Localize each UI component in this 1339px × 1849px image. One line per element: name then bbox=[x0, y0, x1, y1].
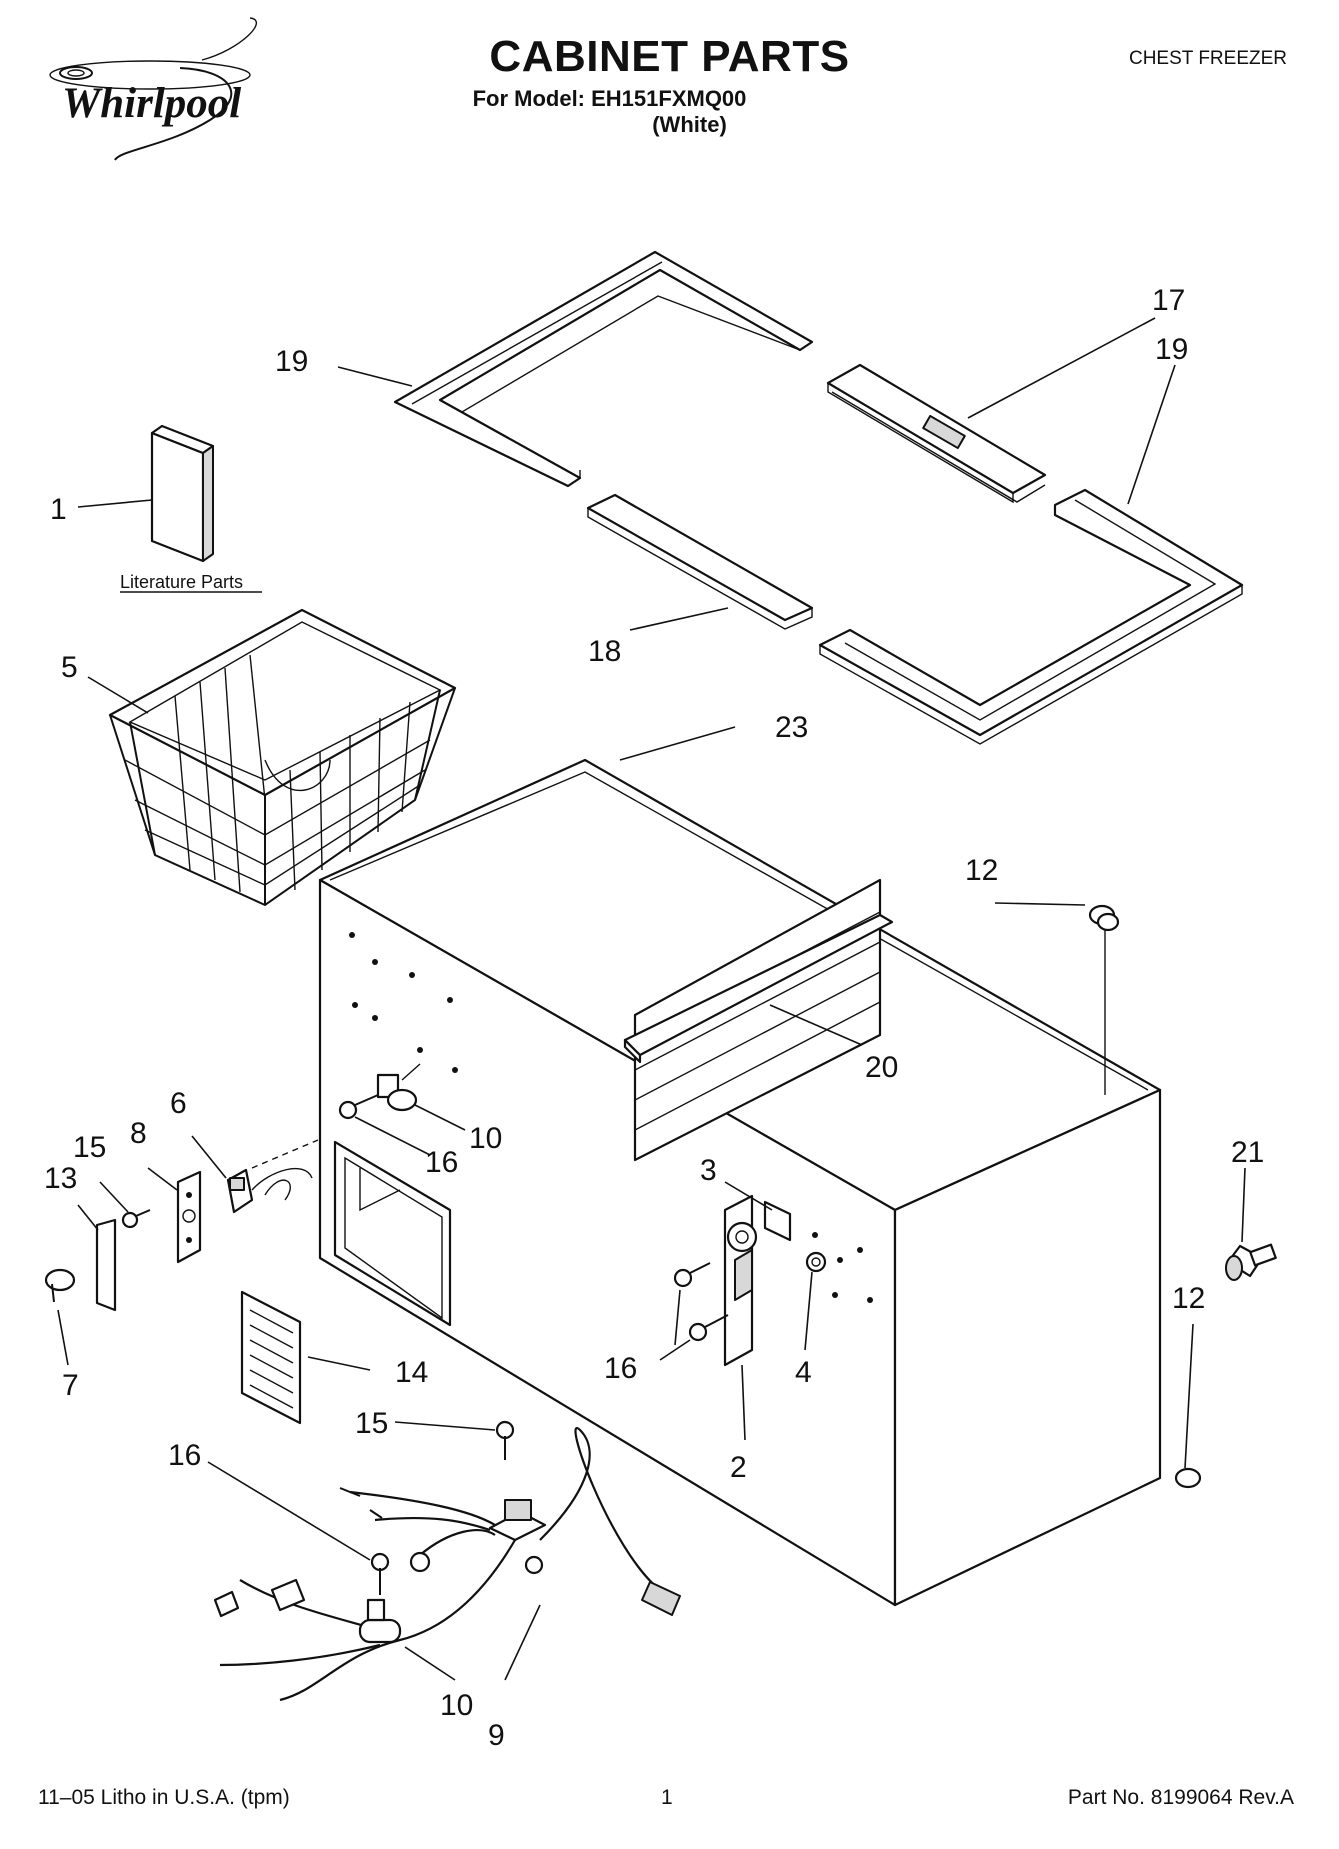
drain-plug bbox=[1225, 1243, 1277, 1281]
callout-12-bottom: 12 bbox=[1172, 1282, 1205, 1315]
temperature-label bbox=[95, 1218, 117, 1312]
callout-9: 9 bbox=[488, 1719, 505, 1752]
control-mounting-plate bbox=[176, 1170, 202, 1264]
mounting-screw bbox=[121, 1209, 151, 1229]
wiring-harness bbox=[213, 1420, 681, 1702]
callout-15-left: 15 bbox=[73, 1131, 106, 1164]
callout-23: 23 bbox=[775, 711, 808, 744]
leader-lines bbox=[57, 317, 1246, 1681]
callout-6: 6 bbox=[170, 1087, 187, 1120]
brand-wordmark: Whirlpool bbox=[62, 80, 241, 127]
callout-16-hinge: 16 bbox=[604, 1352, 637, 1385]
callout-5: 5 bbox=[61, 651, 78, 684]
callout-8: 8 bbox=[130, 1117, 147, 1150]
callout-19-left: 19 bbox=[275, 345, 308, 378]
model-number: For Model: EH151FXMQ00 bbox=[472, 86, 747, 111]
hinge-screws bbox=[673, 1251, 827, 1342]
thermostat-control bbox=[226, 1139, 319, 1214]
literature-parts-booklet bbox=[150, 424, 215, 563]
callout-10-lower: 10 bbox=[440, 1689, 473, 1722]
callout-20: 20 bbox=[865, 1051, 898, 1084]
callout-21: 21 bbox=[1231, 1136, 1264, 1169]
page-number: 1 bbox=[661, 1786, 673, 1809]
callout-18: 18 bbox=[588, 635, 621, 668]
callout-10-upper: 10 bbox=[469, 1122, 502, 1155]
callout-7: 7 bbox=[62, 1369, 79, 1402]
grille bbox=[240, 1290, 302, 1425]
lid-gasket-frame bbox=[393, 250, 1244, 745]
callout-1: 1 bbox=[50, 493, 67, 526]
callout-19-right: 19 bbox=[1155, 333, 1188, 366]
page-title: CABINET PARTS bbox=[489, 32, 850, 81]
literature-parts-label: Literature Parts bbox=[120, 572, 243, 592]
model-variant: (White) bbox=[652, 112, 727, 137]
callout-3: 3 bbox=[700, 1154, 717, 1187]
cabinet-divider bbox=[623, 878, 894, 1162]
lid-hinge bbox=[723, 1194, 792, 1367]
part-number: Part No. 8199064 Rev.A bbox=[1067, 1786, 1294, 1809]
callout-4: 4 bbox=[795, 1356, 812, 1389]
whirlpool-logo: Whirlpool bbox=[49, 17, 257, 161]
product-category: CHEST FREEZER bbox=[1128, 48, 1287, 69]
control-knob bbox=[44, 1268, 76, 1303]
callout-16-lower: 16 bbox=[168, 1439, 201, 1472]
callout-15-lower: 15 bbox=[355, 1407, 388, 1440]
leveling-feet bbox=[1088, 904, 1202, 1489]
callout-13: 13 bbox=[44, 1162, 77, 1195]
callout-2: 2 bbox=[730, 1451, 747, 1484]
wire-basket bbox=[108, 608, 457, 907]
callout-16-upper: 16 bbox=[425, 1146, 458, 1179]
print-info: 11–05 Litho in U.S.A. (tpm) bbox=[38, 1786, 290, 1809]
cord-clamp-upper bbox=[338, 1063, 421, 1120]
callout-12-top: 12 bbox=[965, 854, 998, 887]
callout-14: 14 bbox=[395, 1356, 428, 1389]
callout-17: 17 bbox=[1152, 284, 1185, 317]
